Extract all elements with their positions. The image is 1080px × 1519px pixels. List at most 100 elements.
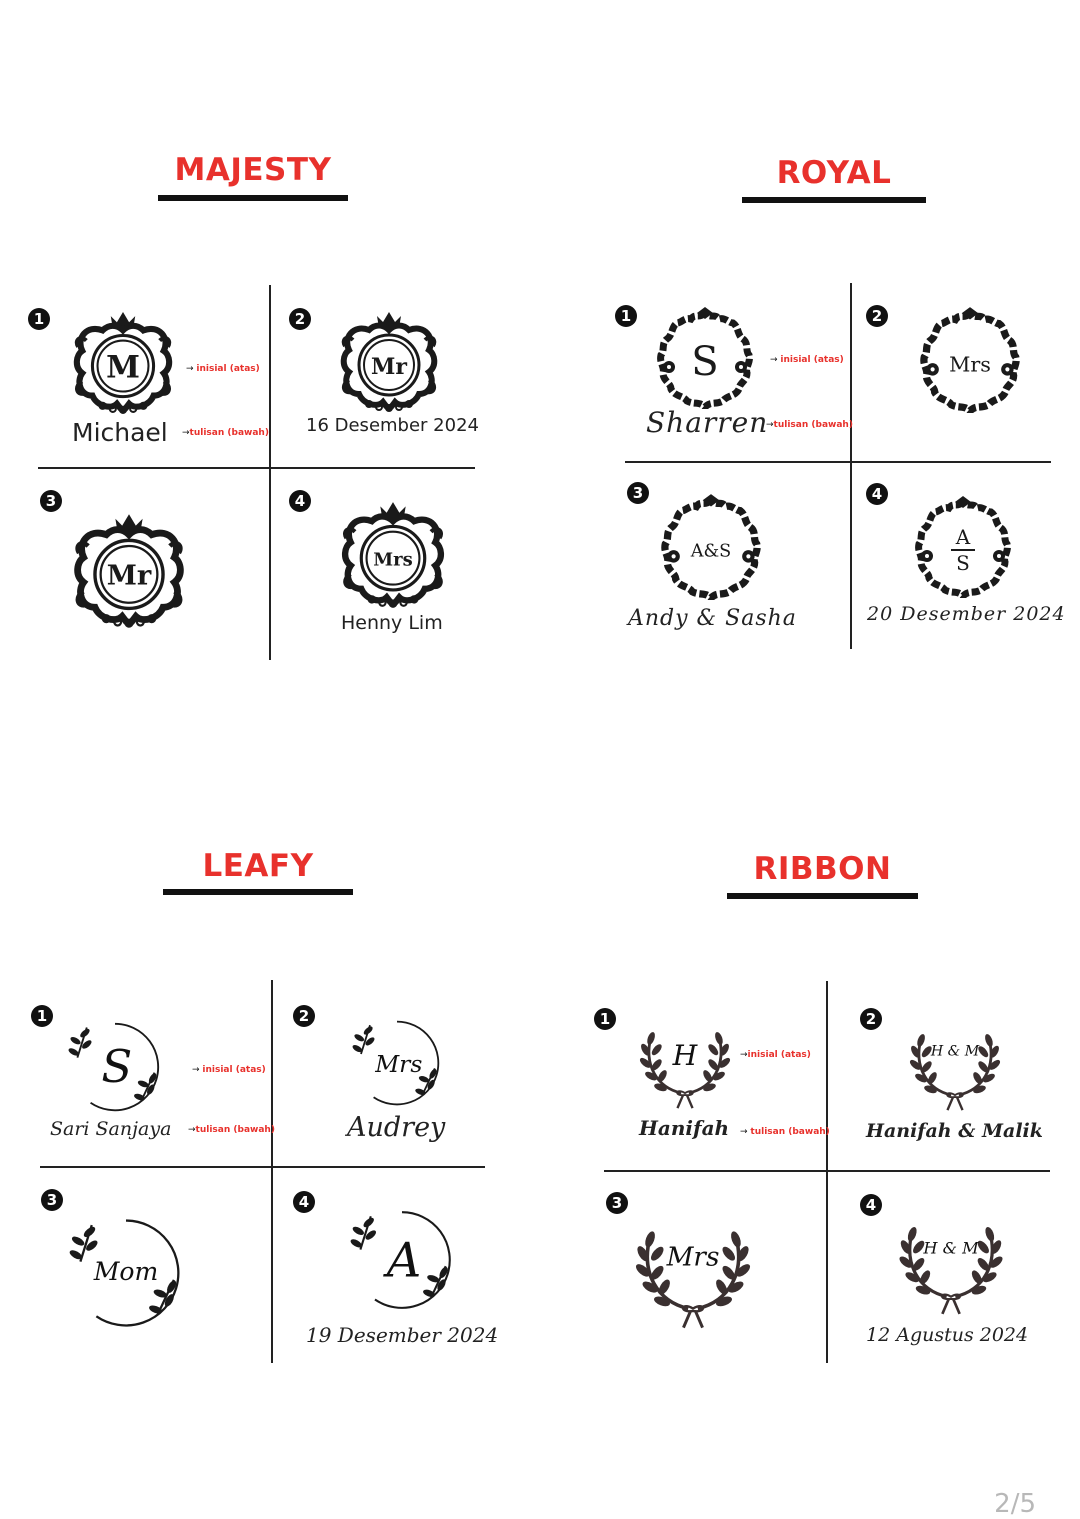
- option-number-badge: 1: [28, 308, 50, 330]
- leaf-circle-icon: Mrs: [350, 1020, 440, 1106]
- arrow-right-icon: →: [182, 428, 190, 438]
- annotation-text-bottom: → tulisan (bawah): [740, 1127, 830, 1137]
- laurel-ribbon-icon: H & M: [895, 1224, 1007, 1316]
- option-number-badge: 2: [860, 1008, 882, 1030]
- arrow-right-icon: →: [186, 364, 197, 374]
- emblem-text: H: [672, 1039, 699, 1072]
- floral-wreath-icon: A&S: [655, 492, 767, 600]
- bottom-text: 19 Desember 2024: [306, 1323, 499, 1347]
- option-number-badge: 4: [860, 1194, 882, 1216]
- annotation-text: tulisan (bawah): [773, 420, 853, 430]
- annotation-text: inisial (atas): [202, 1065, 266, 1075]
- section-title-ribbon: RIBBON: [753, 851, 892, 887]
- baroque-crest-icon: Mrs: [338, 500, 448, 610]
- emblem-text: Mr: [107, 560, 152, 592]
- emblem-text: Mrs: [666, 1243, 720, 1273]
- title-underline: [727, 893, 918, 899]
- bottom-text: Hanifah & Malik: [866, 1120, 1043, 1142]
- laurel-ribbon-icon: Mrs: [632, 1228, 754, 1330]
- page-indicator: 2/5: [994, 1489, 1036, 1519]
- annotation-text-bottom: →tulisan (bawah): [182, 428, 269, 438]
- bottom-text: Sari Sanjaya: [50, 1118, 172, 1140]
- leaf-circle-icon: A: [348, 1211, 451, 1309]
- option-number-badge: 4: [289, 490, 311, 512]
- grid-divider-horizontal: [625, 461, 1051, 463]
- option-number-badge: 2: [289, 308, 311, 330]
- annotation-initial-top: → inisial (atas): [192, 1065, 266, 1075]
- annotation-text-bottom: →tulisan (bawah): [766, 420, 853, 430]
- baroque-crest-icon: Mr: [70, 512, 188, 630]
- section-title-royal: ROYAL: [776, 155, 892, 191]
- grid-divider-vertical: [269, 285, 271, 660]
- title-underline: [163, 889, 353, 895]
- annotation-text: tulisan (bawah): [189, 428, 269, 438]
- baroque-crest-icon: Mr: [337, 310, 441, 414]
- emblem-text: A: [383, 1234, 422, 1289]
- annotation-text: tulisan (bawah): [750, 1127, 830, 1137]
- bottom-text: Michael: [72, 418, 168, 447]
- emblem-text: S: [691, 339, 718, 385]
- floral-wreath-icon: Mrs: [905, 305, 1035, 413]
- title-underline: [742, 197, 926, 203]
- emblem-text: A: [955, 525, 971, 549]
- option-number-badge: 4: [866, 483, 888, 505]
- grid-divider-vertical: [826, 981, 828, 1363]
- annotation-initial-top: → inisial (atas): [186, 364, 260, 374]
- option-number-badge: 1: [615, 305, 637, 327]
- grid-divider-horizontal: [38, 467, 475, 469]
- bottom-text: Audrey: [347, 1112, 446, 1143]
- laurel-ribbon-icon: H & M: [906, 1031, 1004, 1112]
- bottom-text: Andy & Sasha: [628, 606, 797, 631]
- annotation-text: inisial (atas): [196, 364, 260, 374]
- arrow-right-icon: →: [192, 1065, 203, 1075]
- option-number-badge: 3: [40, 490, 62, 512]
- title-underline: [158, 195, 348, 201]
- annotation-text: inisial (atas): [747, 1050, 811, 1060]
- emblem-text: Mrs: [374, 1050, 422, 1078]
- arrow-right-icon: →: [770, 355, 781, 365]
- annotation-initial-top: → inisial (atas): [770, 355, 844, 365]
- emblem-text: H & M: [930, 1043, 980, 1059]
- baroque-crest-icon: M: [70, 310, 176, 416]
- arrow-right-icon: →: [740, 1127, 751, 1137]
- annotation-text: inisial (atas): [780, 355, 844, 365]
- emblem-text: S: [101, 1040, 132, 1093]
- option-number-badge: 3: [606, 1192, 628, 1214]
- grid-divider-horizontal: [40, 1166, 485, 1168]
- option-number-badge: 2: [293, 1005, 315, 1027]
- bottom-text: 20 Desember 2024: [867, 603, 1066, 625]
- option-number-badge: 3: [41, 1189, 63, 1211]
- emblem-text: H & M: [922, 1239, 979, 1258]
- annotation-text: tulisan (bawah): [195, 1125, 275, 1135]
- bottom-text: 12 Agustus 2024: [866, 1324, 1029, 1346]
- option-number-badge: 4: [293, 1191, 315, 1213]
- floral-wreath-icon: S: [651, 305, 759, 409]
- arrow-right-icon: →: [740, 1050, 748, 1060]
- annotation-text-bottom: →tulisan (bawah): [188, 1125, 275, 1135]
- bottom-text: Henny Lim: [341, 612, 443, 634]
- grid-divider-vertical: [271, 980, 273, 1363]
- annotation-initial-top: →inisial (atas): [740, 1050, 811, 1060]
- grid-divider-horizontal: [604, 1170, 1050, 1172]
- leaf-circle-icon: Mom: [67, 1219, 180, 1327]
- emblem-text: A&S: [690, 541, 732, 561]
- emblem-text: Mr: [371, 354, 407, 380]
- option-number-badge: 1: [31, 1005, 53, 1027]
- floral-wreath-icon: A S: [909, 494, 1017, 598]
- bottom-text: Hanifah: [639, 1116, 730, 1140]
- section-title-leafy: LEAFY: [202, 848, 314, 884]
- emblem-text: Mom: [93, 1257, 159, 1286]
- laurel-ribbon-icon: H: [636, 1029, 734, 1110]
- bottom-text: Sharren: [646, 406, 769, 439]
- section-title-majesty: MAJESTY: [174, 152, 332, 188]
- emblem-text: M: [106, 349, 140, 385]
- emblem-text: Mrs: [373, 550, 412, 571]
- option-number-badge: 1: [594, 1008, 616, 1030]
- option-number-badge: 2: [866, 305, 888, 327]
- emblem-text: Mrs: [949, 352, 991, 376]
- grid-divider-vertical: [850, 283, 852, 649]
- bottom-text: 16 Desember 2024: [306, 415, 479, 436]
- leaf-circle-icon: S: [67, 1022, 160, 1112]
- arrow-right-icon: →: [188, 1125, 196, 1135]
- arrow-right-icon: →: [766, 420, 774, 430]
